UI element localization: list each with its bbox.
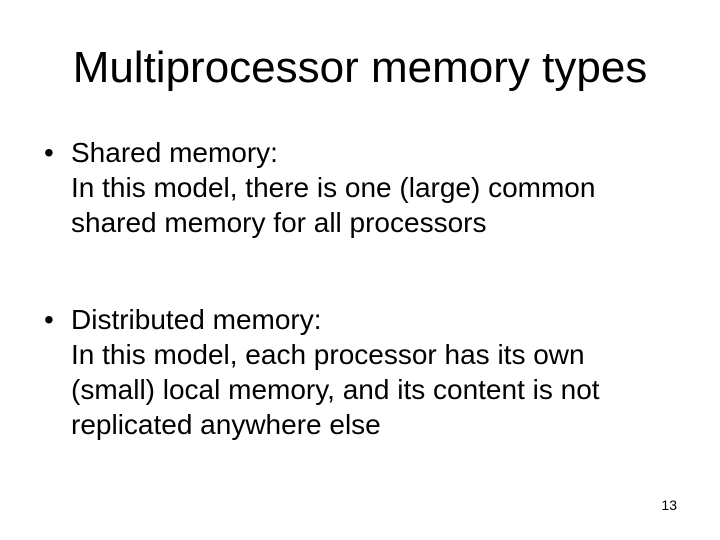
bullet-heading: Distributed memory:	[71, 304, 322, 335]
bullet-line: (small) local memory, and its content is…	[71, 374, 600, 405]
bullet-line: replicated anywhere else	[71, 409, 381, 440]
bullet-heading: Shared memory:	[71, 137, 278, 168]
page-number: 13	[661, 497, 677, 513]
bullet-line: shared memory for all processors	[71, 207, 487, 238]
bullet-list: • Shared memory: In this model, there is…	[44, 135, 694, 442]
bullet-shared-memory: • Shared memory: In this model, there is…	[44, 135, 694, 240]
bullet-marker: •	[44, 304, 54, 335]
bullet-line: In this model, there is one (large) comm…	[71, 172, 596, 203]
bullet-marker: •	[44, 137, 54, 168]
bullet-line: In this model, each processor has its ow…	[71, 339, 585, 370]
slide-title: Multiprocessor memory types	[72, 43, 648, 92]
bullet-distributed-memory: • Distributed memory: In this model, eac…	[44, 302, 694, 442]
